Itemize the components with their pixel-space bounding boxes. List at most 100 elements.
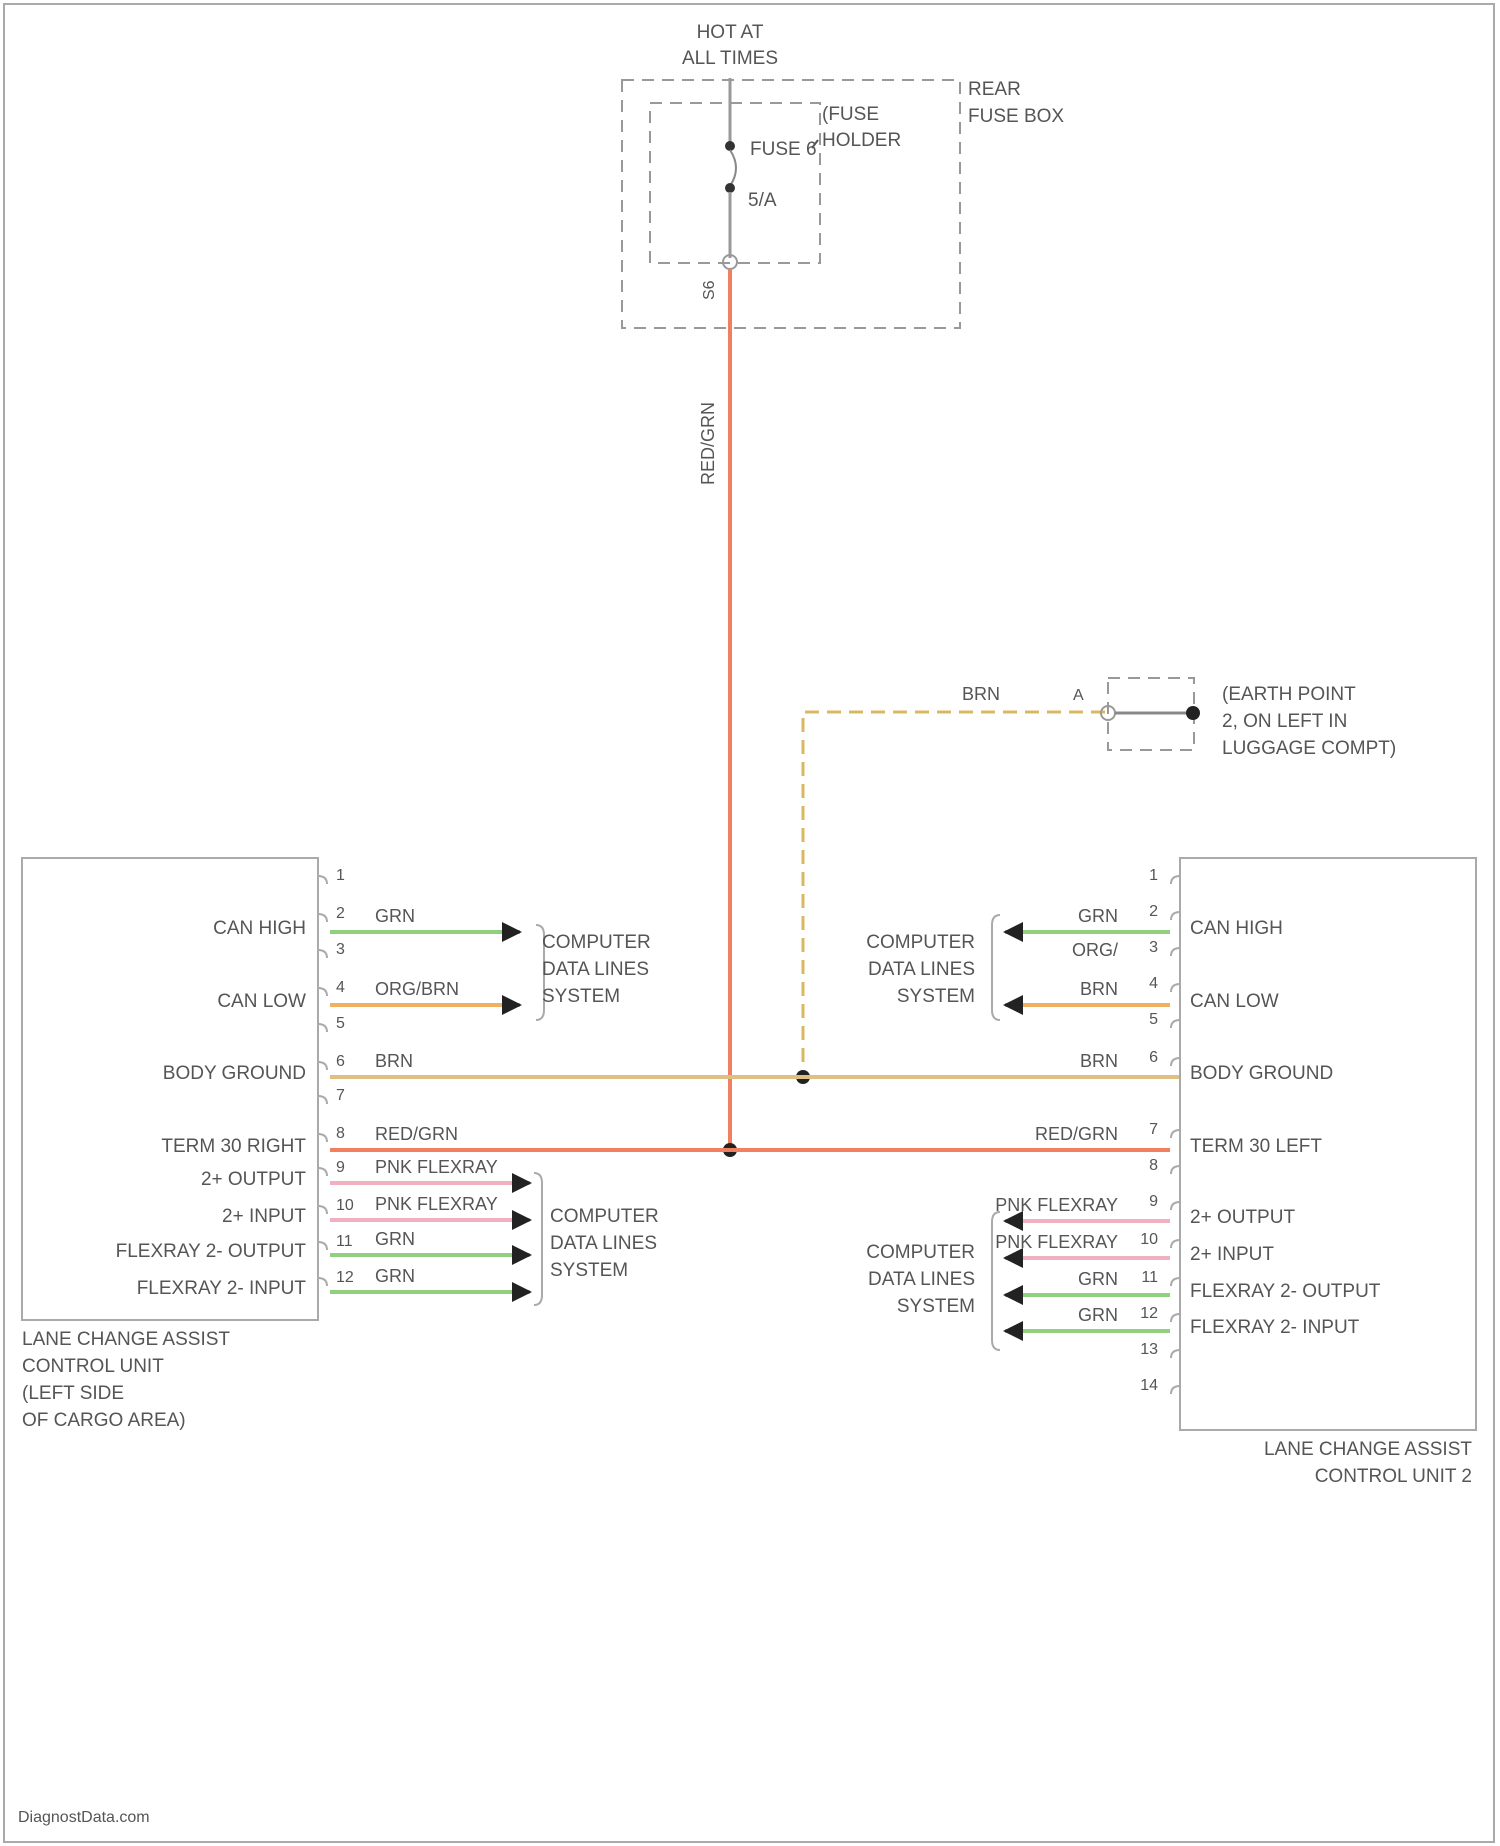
hot-label-1: HOT AT (697, 22, 764, 43)
left-arrow-pin-2 (502, 922, 522, 942)
left-pin-label-6: BODY GROUND (163, 1063, 306, 1084)
right-pin-socket-8 (1171, 1166, 1180, 1174)
right-wire-color-11: GRN (1078, 1269, 1118, 1289)
left-pin-socket-2 (318, 914, 327, 922)
left-pin-socket-1 (318, 876, 327, 884)
right-pin-socket-10 (1171, 1240, 1180, 1248)
right-wire-color-9: PNK FLEXRAY (995, 1195, 1118, 1215)
left-pin-label-9: 2+ OUTPUT (201, 1169, 306, 1190)
ground-point-dot (1186, 706, 1200, 720)
right-pin-label-10: 2+ INPUT (1190, 1244, 1274, 1265)
right-pin-label-9: 2+ OUTPUT (1190, 1207, 1295, 1228)
right-pin-socket-14 (1171, 1386, 1180, 1394)
left-wire-color-11: GRN (375, 1229, 415, 1249)
right-pin-number-1: 1 (1149, 867, 1158, 884)
right-pin-number-7: 7 (1149, 1121, 1158, 1138)
left-arrow-pin-10 (512, 1210, 532, 1230)
right-arrow-pin-12 (1003, 1321, 1023, 1341)
left-pin-number-6: 6 (336, 1053, 345, 1070)
right-pin-socket-9 (1171, 1202, 1180, 1210)
left-pin-socket-5 (318, 1024, 327, 1032)
ground-wire-dashed (803, 712, 1105, 1077)
right-arrow-pin-2 (1003, 922, 1023, 942)
left-pin-number-3: 3 (336, 941, 345, 958)
left-pin-socket-10 (318, 1206, 327, 1214)
ground-label-2: 2, ON LEFT IN (1222, 711, 1347, 732)
left-cdl2-bracket (534, 1173, 542, 1305)
right-pin-number-14: 14 (1140, 1377, 1158, 1394)
left-cdl1-line1: COMPUTER (542, 932, 651, 953)
right-pin-label-2: CAN HIGH (1190, 918, 1283, 939)
left-unit-name-2: CONTROL UNIT (22, 1356, 164, 1377)
right-pin-label-7: TERM 30 LEFT (1190, 1136, 1322, 1157)
left-pin-socket-6 (318, 1062, 327, 1070)
left-pin-number-10: 10 (336, 1197, 354, 1214)
fuse-holder-label-1: (FUSE (822, 104, 879, 125)
left-pin-number-4: 4 (336, 979, 345, 996)
left-wire-color-4: ORG/BRN (375, 979, 459, 999)
left-pin-number-12: 12 (336, 1269, 354, 1286)
right-cdl2-line2: DATA LINES (868, 1269, 975, 1290)
left-wire-color-9: PNK FLEXRAY (375, 1157, 498, 1177)
fuse-box-label-1: REAR (968, 79, 1021, 100)
right-pin-socket-13 (1171, 1350, 1180, 1358)
right-pin-socket-11 (1171, 1278, 1180, 1286)
left-pin-label-11: FLEXRAY 2- OUTPUT (116, 1241, 307, 1262)
ground-label-1: (EARTH POINT (1222, 684, 1356, 705)
left-pin-socket-4 (318, 988, 327, 996)
left-pin-label-10: 2+ INPUT (222, 1206, 306, 1227)
right-pin-number-12: 12 (1140, 1305, 1158, 1322)
right-pin-number-2: 2 (1149, 903, 1158, 920)
left-cdl2-line2: DATA LINES (550, 1233, 657, 1254)
left-wire-color-12: GRN (375, 1266, 415, 1286)
fuse-element-icon (730, 150, 736, 186)
left-pin-number-7: 7 (336, 1087, 345, 1104)
left-pin-socket-8 (318, 1134, 327, 1142)
right-unit-name-2: CONTROL UNIT 2 (1315, 1466, 1472, 1487)
right-wire-color-2: GRN (1078, 906, 1118, 926)
left-arrow-pin-11 (512, 1245, 532, 1265)
fuse-terminal-top (725, 141, 735, 151)
right-cdl2-line1: COMPUTER (866, 1242, 975, 1263)
fuse-box-terminal: S6 (701, 280, 718, 300)
left-cdl1-line2: DATA LINES (542, 959, 649, 980)
left-wire-color-10: PNK FLEXRAY (375, 1194, 498, 1214)
right-pin-socket-1 (1171, 876, 1180, 884)
right-cdl1-line2: DATA LINES (868, 959, 975, 980)
left-pin-label-8: TERM 30 RIGHT (161, 1136, 306, 1157)
right-wire-color-3: ORG/ (1072, 940, 1118, 960)
right-wire-color-7: RED/GRN (1035, 1124, 1118, 1144)
right-cdl2-line3: SYSTEM (897, 1296, 975, 1317)
right-pin-number-5: 5 (1149, 1011, 1158, 1028)
left-pin-number-2: 2 (336, 905, 345, 922)
left-wire-color-2: GRN (375, 906, 415, 926)
right-pin-socket-5 (1171, 1020, 1180, 1028)
right-pin-socket-7 (1171, 1130, 1180, 1138)
right-pin-number-9: 9 (1149, 1193, 1158, 1210)
left-arrow-pin-4 (502, 995, 522, 1015)
left-pin-number-5: 5 (336, 1015, 345, 1032)
left-pin-number-9: 9 (336, 1159, 345, 1176)
left-unit-name-1: LANE CHANGE ASSIST (22, 1329, 230, 1350)
right-arrow-pin-11 (1003, 1285, 1023, 1305)
ground-terminal: A (1073, 687, 1084, 704)
right-pin-label-12: FLEXRAY 2- INPUT (1190, 1317, 1360, 1338)
left-arrow-pin-12 (512, 1282, 532, 1302)
right-pin-label-4: CAN LOW (1190, 991, 1279, 1012)
left-pin-label-2: CAN HIGH (213, 918, 306, 939)
fuse-terminal-bottom (725, 183, 735, 193)
left-cdl1-line3: SYSTEM (542, 986, 620, 1007)
ground-label-3: LUGGAGE COMPT) (1222, 738, 1396, 759)
right-pin-socket-6 (1171, 1058, 1180, 1066)
right-pin-socket-3 (1171, 948, 1180, 956)
right-pin-socket-2 (1171, 912, 1180, 920)
supply-wire-color: RED/GRN (698, 402, 718, 485)
left-pin-socket-12 (318, 1278, 327, 1286)
hot-label-2: ALL TIMES (682, 48, 778, 69)
left-arrow-pin-9 (512, 1173, 532, 1193)
right-pin-number-10: 10 (1140, 1231, 1158, 1248)
left-pin-socket-7 (318, 1096, 327, 1104)
right-pin-number-8: 8 (1149, 1157, 1158, 1174)
